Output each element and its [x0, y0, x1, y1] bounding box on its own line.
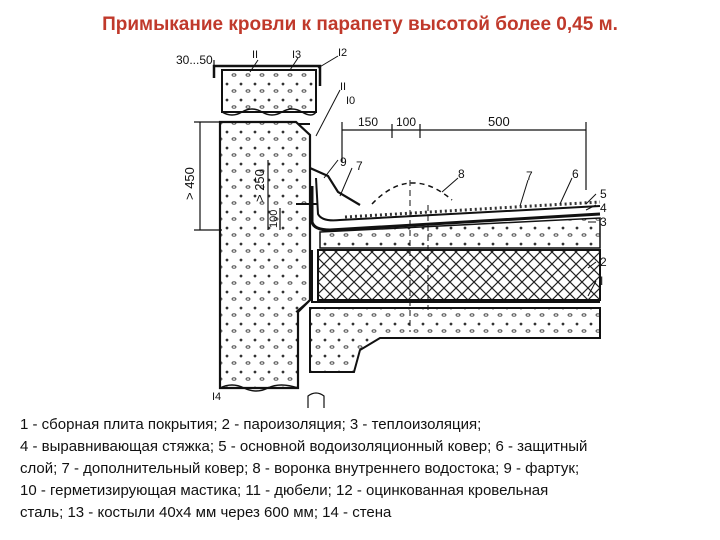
dim-450: > 450 — [182, 167, 197, 200]
label-11-top: II — [252, 49, 258, 61]
additional-carpet — [315, 177, 601, 222]
vapor-barrier — [311, 250, 600, 303]
label-4: 4 — [600, 201, 607, 215]
dim-100-vertical: 100 — [268, 210, 280, 228]
legend-line: сталь; 13 - костыли 40х4 мм через 600 мм… — [20, 504, 392, 521]
roof-slab — [295, 299, 601, 373]
legend: 1 - сборная плита покрытия; 2 - пароизол… — [20, 414, 710, 524]
insulation-layer — [317, 249, 601, 301]
dim-500: 500 — [488, 114, 510, 129]
label-11: II — [340, 81, 346, 93]
legend-line: 4 - выравнивающая стяжка; 5 - основной в… — [20, 438, 588, 455]
label-8: 8 — [458, 167, 465, 181]
label-6: 6 — [572, 167, 579, 181]
label-13: I3 — [292, 49, 301, 61]
roof-parapet-drawing: 30...50 > 450 > 250 100 150 100 500 I 2 … — [176, 47, 607, 408]
dim-top-gap: 30...50 — [176, 53, 213, 67]
protective-layer — [344, 200, 601, 219]
drain-funnel — [371, 182, 453, 205]
label-12: I2 — [338, 47, 347, 59]
label-10: I0 — [346, 95, 355, 107]
label-2: 2 — [600, 255, 607, 269]
callout-lines — [249, 55, 597, 297]
label-14: I4 — [212, 391, 221, 403]
dim-150: 150 — [358, 115, 378, 129]
label-9: 9 — [340, 155, 347, 169]
legend-line: 1 - сборная плита покрытия; 2 - пароизол… — [20, 416, 482, 433]
label-5: 5 — [600, 187, 607, 201]
dim-250: > 250 — [252, 169, 267, 202]
label-3: 3 — [600, 215, 607, 229]
screed-layer — [319, 217, 601, 249]
label-1: I — [600, 274, 603, 288]
apron — [309, 166, 361, 206]
dimension-lines — [194, 60, 587, 231]
parapet-wall — [218, 69, 317, 392]
waterproofing-carpet — [310, 186, 601, 232]
dim-100: 100 — [396, 115, 416, 129]
section-mark — [307, 392, 325, 408]
label-7b: 7 — [356, 159, 363, 173]
legend-line: 10 - герметизирующая мастика; 11 - дюбел… — [20, 482, 549, 499]
legend-line: слой; 7 - дополнительный ковер; 8 - воро… — [20, 460, 580, 477]
galvanized-cap — [212, 64, 322, 86]
page-title: Примыкание кровли к парапету высотой бол… — [102, 14, 618, 35]
label-7: 7 — [526, 169, 533, 183]
